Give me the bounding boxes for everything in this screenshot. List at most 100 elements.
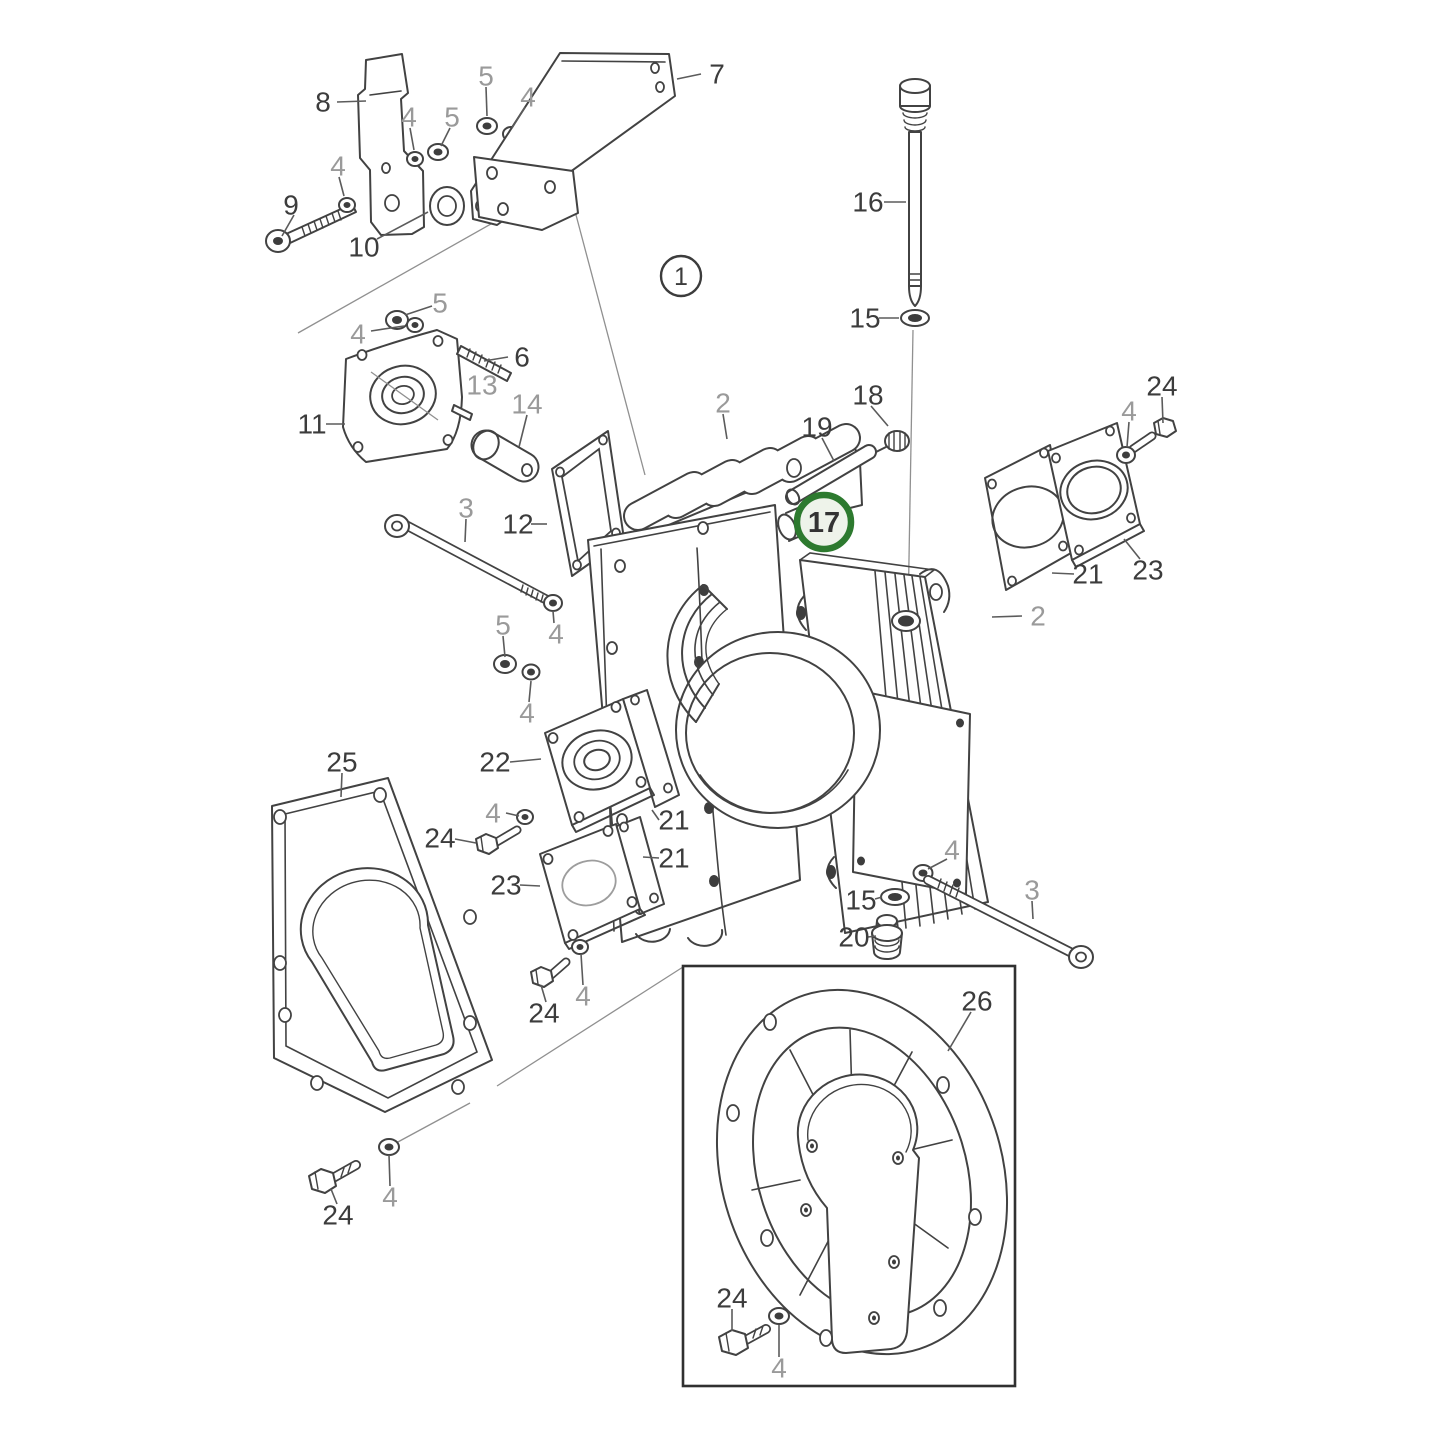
part-label-19[interactable]: 19 [801, 412, 832, 443]
part-label-15[interactable]: 15 [849, 303, 880, 334]
assembly-ref-number: 1 [674, 263, 688, 291]
part-3-bolt-left [384, 514, 563, 612]
part-label-4[interactable]: 4 [771, 1353, 787, 1384]
leader-line-37 [540, 984, 547, 1003]
leader-line-24 [1123, 538, 1141, 560]
part-label-12[interactable]: 12 [502, 509, 533, 540]
part-24-bolt-4-washer-topright [1116, 417, 1177, 464]
axis-line-3 [496, 966, 684, 1087]
part-label-5[interactable]: 5 [495, 610, 511, 641]
leader-line-25 [991, 615, 1023, 618]
leader-line-40 [867, 935, 877, 938]
leader-line-5 [440, 127, 451, 147]
part-label-22[interactable]: 22 [479, 747, 510, 778]
part-23-cover-bottom [539, 816, 665, 950]
axis-line-1 [566, 180, 646, 476]
part-label-23[interactable]: 23 [1132, 555, 1163, 586]
leader-line-11 [483, 356, 509, 362]
leader-line-34 [642, 856, 660, 859]
leader-line-29 [340, 772, 343, 798]
part-26-shield-plate [715, 988, 1009, 1356]
part-label-4[interactable]: 4 [330, 151, 346, 182]
part-label-4[interactable]: 4 [382, 1182, 398, 1213]
leader-line-7 [281, 214, 295, 237]
part-label-26[interactable]: 26 [961, 986, 992, 1017]
leader-lines [281, 73, 1164, 1357]
part-label-4[interactable]: 4 [1121, 396, 1137, 427]
part-label-24[interactable]: 24 [1146, 371, 1177, 402]
part-label-5[interactable]: 5 [478, 61, 494, 92]
part-15-seal-top [900, 309, 930, 327]
part-label-3[interactable]: 3 [1024, 875, 1040, 906]
part-label-8[interactable]: 8 [315, 87, 331, 118]
part-label-24[interactable]: 24 [322, 1200, 353, 1231]
leader-line-22 [1126, 421, 1130, 448]
leader-line-39 [874, 896, 883, 900]
leader-line-27 [502, 635, 506, 658]
leader-line-28 [528, 680, 532, 703]
part-11-flange-cover [342, 329, 463, 463]
leader-line-18 [821, 437, 835, 462]
leader-line-46 [388, 1154, 391, 1187]
highlighted-callout-17[interactable]: 17 [793, 491, 855, 553]
part-5-nut-4-washer-mid [385, 310, 541, 681]
part-label-6[interactable]: 6 [514, 342, 530, 373]
part-label-14[interactable]: 14 [511, 389, 542, 420]
highlighted-part-number: 17 [808, 507, 840, 539]
leader-line-31 [505, 812, 520, 817]
part-label-18[interactable]: 18 [852, 380, 883, 411]
part-3-bolt-right [923, 875, 1094, 969]
part-label-5[interactable]: 5 [444, 102, 460, 133]
part-label-25[interactable]: 25 [326, 747, 357, 778]
part-13-pin [451, 404, 473, 421]
part-label-21[interactable]: 21 [1072, 559, 1103, 590]
part-24-bolt-4-washer-bottomcenter [530, 939, 589, 988]
part-label-4[interactable]: 4 [944, 835, 960, 866]
part-label-20[interactable]: 20 [838, 922, 869, 953]
part-label-11[interactable]: 11 [297, 409, 326, 440]
part-label-4[interactable]: 4 [350, 319, 366, 350]
part-label-4[interactable]: 4 [485, 798, 501, 829]
part-label-4[interactable]: 4 [575, 981, 591, 1012]
part-label-24[interactable]: 24 [424, 823, 455, 854]
leader-line-15 [464, 518, 467, 543]
part-label-21[interactable]: 21 [658, 805, 689, 836]
part-label-4[interactable]: 4 [520, 82, 536, 113]
leader-line-23 [1051, 572, 1075, 575]
leader-line-4 [409, 127, 415, 151]
part-label-4[interactable]: 4 [519, 698, 535, 729]
part-label-16[interactable]: 16 [852, 187, 883, 218]
part-label-10[interactable]: 10 [348, 232, 379, 263]
part-label-15[interactable]: 15 [845, 885, 876, 916]
part-label-2[interactable]: 2 [715, 388, 731, 419]
part-10-ring [429, 186, 465, 226]
part-label-9[interactable]: 9 [283, 190, 299, 221]
leader-line-2 [511, 106, 526, 129]
part-label-3[interactable]: 3 [458, 493, 474, 524]
assembly-ref-bubble[interactable]: 1 [659, 254, 703, 298]
leader-line-1 [485, 86, 488, 117]
part-label-7[interactable]: 7 [709, 59, 725, 90]
leader-line-8 [376, 211, 429, 240]
part-2-housing-cover-right [796, 552, 989, 934]
part-label-5[interactable]: 5 [432, 288, 448, 319]
part-19-tube [785, 444, 877, 506]
part-label-24[interactable]: 24 [716, 1283, 747, 1314]
part-label-4[interactable]: 4 [401, 102, 417, 133]
leader-line-41 [1031, 900, 1034, 920]
part-label-24[interactable]: 24 [528, 998, 559, 1029]
inset-detail-box [681, 964, 1017, 1388]
part-24-bolt-4-washer-inset [718, 1307, 790, 1356]
leader-line-35 [519, 884, 541, 887]
leader-line-42 [947, 1011, 972, 1052]
part-label-4[interactable]: 4 [548, 619, 564, 650]
axis-line-2 [907, 329, 914, 617]
part-16-dipstick [899, 78, 931, 307]
leader-line-0 [336, 100, 367, 103]
part-label-23[interactable]: 23 [490, 870, 521, 901]
part-label-13[interactable]: 13 [466, 370, 497, 401]
part-label-21[interactable]: 21 [658, 843, 689, 874]
part-label-2[interactable]: 2 [1030, 601, 1046, 632]
